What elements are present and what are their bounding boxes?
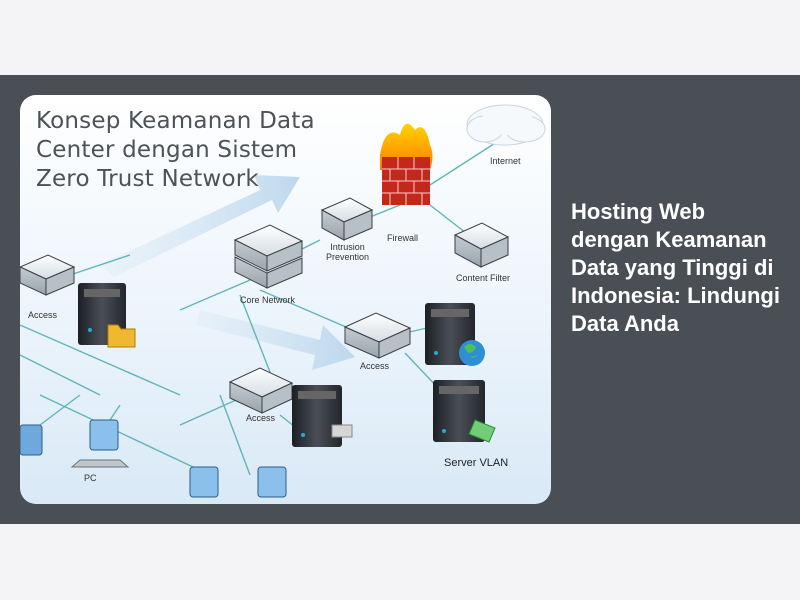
intrusion-prevention-device <box>320 197 374 241</box>
label-access: Access <box>360 361 390 371</box>
label-access: Access <box>246 413 276 423</box>
label-content-filter: Content Filter <box>456 273 511 283</box>
server-icon <box>425 303 485 366</box>
label-access: Access <box>28 310 58 320</box>
pc-icon <box>20 424 43 456</box>
access-switch-top-left <box>20 254 76 296</box>
label-internet: Internet <box>490 156 521 166</box>
content-filter-device <box>453 222 510 268</box>
label-pc: PC <box>84 473 97 483</box>
core-network-switch <box>233 224 304 289</box>
server-icon <box>292 385 353 447</box>
server-icon <box>433 380 496 443</box>
diagram-title-line: Zero Trust Network <box>36 166 259 192</box>
firewall-icon <box>380 123 433 205</box>
label-firewall: Firewall <box>387 233 419 243</box>
server-icon <box>78 283 136 348</box>
label-core-network: Core Network <box>240 295 296 305</box>
network-diagram <box>20 104 546 498</box>
cloud-icon <box>466 104 546 146</box>
label-prevention-line: Prevention <box>326 252 370 262</box>
featured-image[interactable]: Konsep Keamanan Data Center dengan Siste… <box>20 95 551 504</box>
access-switch-center <box>343 312 412 359</box>
article-headline[interactable]: Hosting Web dengan Keamanan Data yang Ti… <box>571 199 780 336</box>
diagram-title-line: Konsep Keamanan Data <box>36 108 315 134</box>
label-intrusion-prevention: Intrusion Prevention <box>326 242 369 262</box>
pc-icon <box>189 466 219 498</box>
pc-icon <box>257 466 287 498</box>
diagram-title-line: Center dengan Sistem <box>36 137 298 163</box>
pc-icon <box>70 419 130 468</box>
label-server-vlan: Server VLAN <box>444 457 509 469</box>
diagram-title: Konsep Keamanan Data Center dengan Siste… <box>36 107 376 194</box>
access-switch-lower <box>228 367 294 414</box>
label-intrusion-line: Intrusion <box>330 242 365 252</box>
